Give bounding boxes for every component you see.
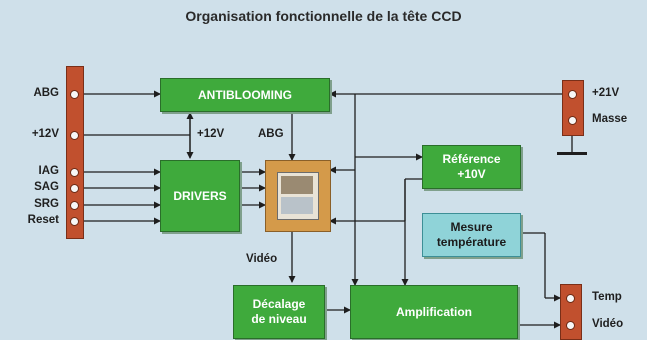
power-connector (562, 80, 584, 136)
label-abg-wire: ABG (258, 128, 284, 140)
ccd-storage-zone (281, 197, 313, 214)
diagram-title: Organisation fonctionnelle de la tête CC… (185, 8, 462, 24)
pin-21v (567, 89, 577, 99)
pin-sag (69, 183, 79, 193)
label-12v-wire: +12V (197, 128, 225, 140)
label-video-wire: Vidéo (246, 253, 278, 265)
label-sag: SAG (34, 181, 59, 193)
pin-srg (69, 200, 79, 210)
label-reset: Reset (27, 214, 59, 226)
pin-abg (69, 89, 79, 99)
pin-iag (69, 167, 79, 177)
label-masse: Masse (592, 113, 628, 125)
pin-12v (69, 130, 79, 140)
ccd-image-zone (281, 176, 313, 194)
pin-temp (565, 293, 575, 303)
block-mesure-temperature: Mesure température (422, 213, 521, 257)
block-decalage: Décalage de niveau (233, 285, 325, 339)
label-temp: Temp (592, 291, 622, 303)
ground-symbol (557, 152, 587, 155)
pin-video (565, 320, 575, 330)
block-amplification: Amplification (350, 285, 518, 339)
label-iag: IAG (38, 165, 59, 177)
label-abg: ABG (33, 87, 59, 99)
label-video-out: Vidéo (592, 318, 624, 330)
output-connector (560, 284, 582, 340)
label-21v: +21V (592, 87, 620, 99)
pin-reset (69, 216, 79, 226)
block-antiblooming: ANTIBLOOMING (160, 78, 330, 112)
block-drivers: DRIVERS (160, 160, 240, 232)
pin-masse (567, 115, 577, 125)
label-srg: SRG (34, 198, 59, 210)
block-reference: Référence +10V (422, 145, 521, 189)
left-connector (66, 66, 84, 239)
label-12v: +12V (31, 128, 59, 140)
